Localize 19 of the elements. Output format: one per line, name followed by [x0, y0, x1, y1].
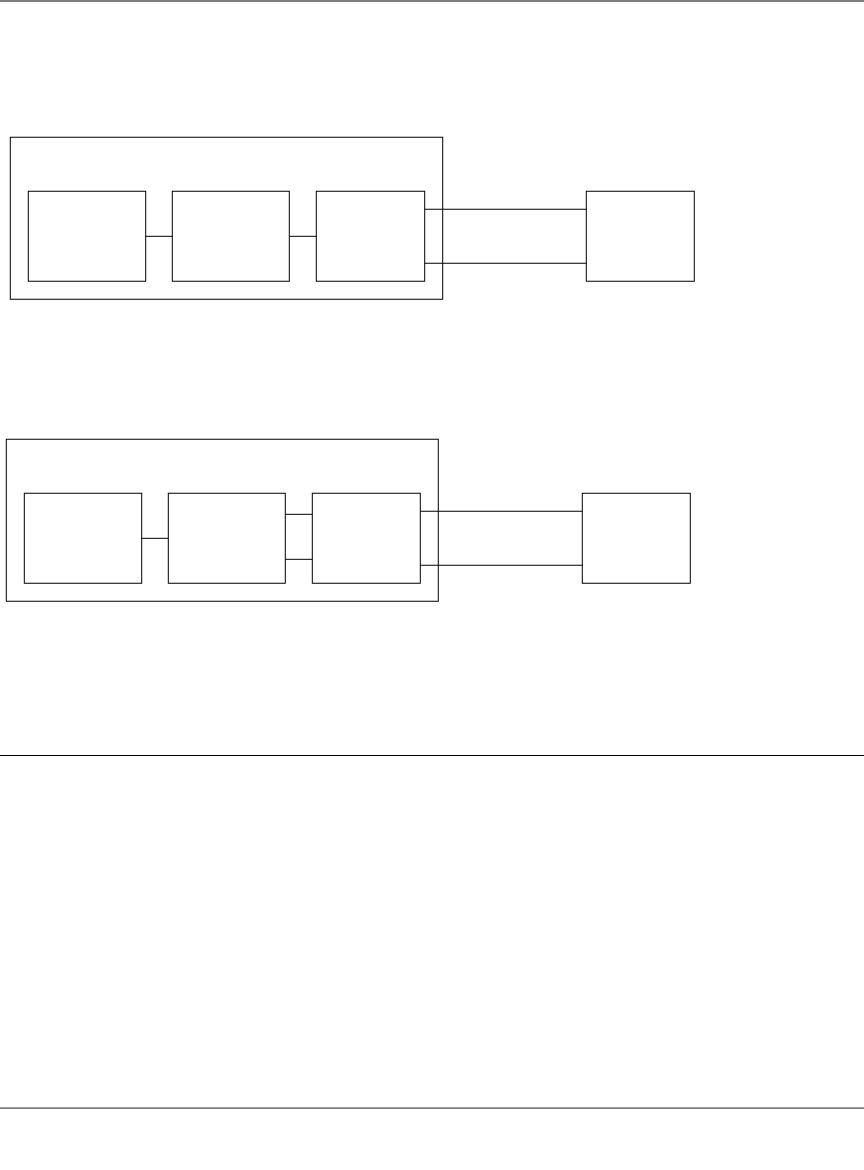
block-box — [311, 492, 421, 584]
block-box — [171, 190, 290, 282]
connector-line — [419, 564, 583, 566]
connector-line — [288, 235, 317, 237]
block-box — [581, 492, 691, 584]
connector-line — [284, 558, 313, 560]
connector-line — [284, 513, 313, 515]
block-box — [585, 190, 695, 282]
enclosure-box — [9, 136, 444, 300]
block-box — [315, 190, 426, 282]
block-box — [27, 190, 147, 282]
connector-line — [419, 510, 583, 512]
connector-line — [145, 235, 173, 237]
block-box — [167, 492, 286, 584]
enclosure-box — [5, 438, 439, 602]
block-box — [23, 492, 143, 584]
connector-line — [424, 262, 587, 264]
connector-line — [424, 208, 587, 210]
connector-line — [141, 537, 169, 539]
